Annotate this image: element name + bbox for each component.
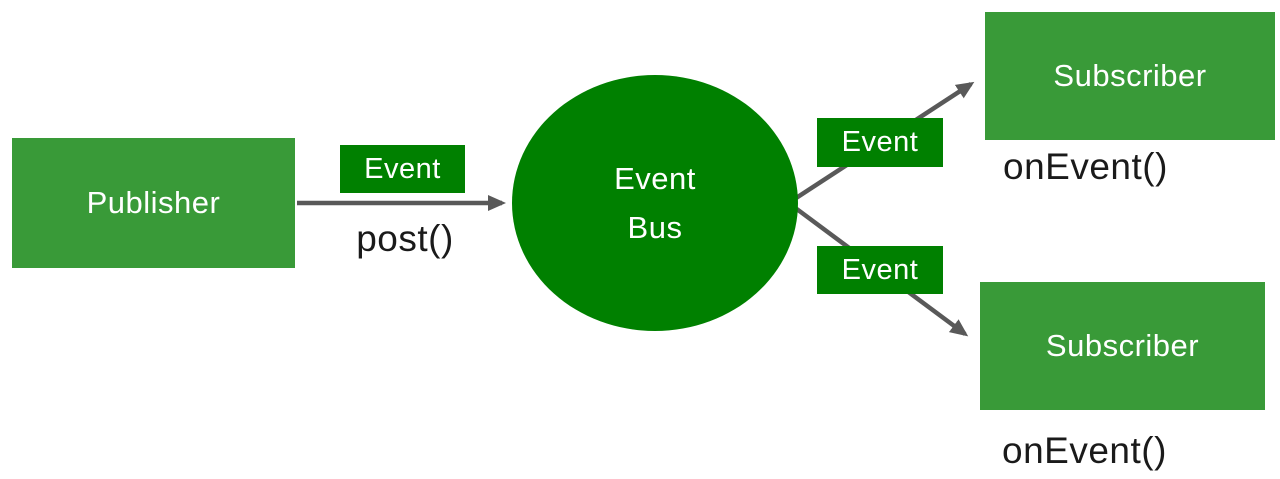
subscriber-top-label: Subscriber xyxy=(1053,58,1207,93)
onEvent-method-label-bottom: onEvent() xyxy=(1002,430,1167,471)
subscriber-top-node: Subscriber xyxy=(985,12,1275,140)
event-badge-post-label: Event xyxy=(364,152,441,185)
event-badge-subscriber-top: Event xyxy=(817,118,943,167)
event-badge-post: Event xyxy=(340,145,465,193)
event-bus-node: Event Bus xyxy=(512,75,798,331)
subscriber-bottom-node: Subscriber xyxy=(980,282,1265,410)
publisher-node: Publisher xyxy=(12,138,295,268)
publisher-label: Publisher xyxy=(86,185,221,220)
event-badge-subscriber-bottom: Event xyxy=(817,246,943,294)
event-badge-top-label: Event xyxy=(841,126,919,158)
event-badge-bottom-label: Event xyxy=(841,253,919,286)
onEvent-method-label-top: onEvent() xyxy=(1003,146,1168,187)
event-bus-label-line2: Bus xyxy=(627,210,683,245)
post-method-label: post() xyxy=(356,218,454,259)
subscriber-bottom-label: Subscriber xyxy=(1045,328,1200,363)
event-bus-label-line1: Event xyxy=(614,161,696,196)
